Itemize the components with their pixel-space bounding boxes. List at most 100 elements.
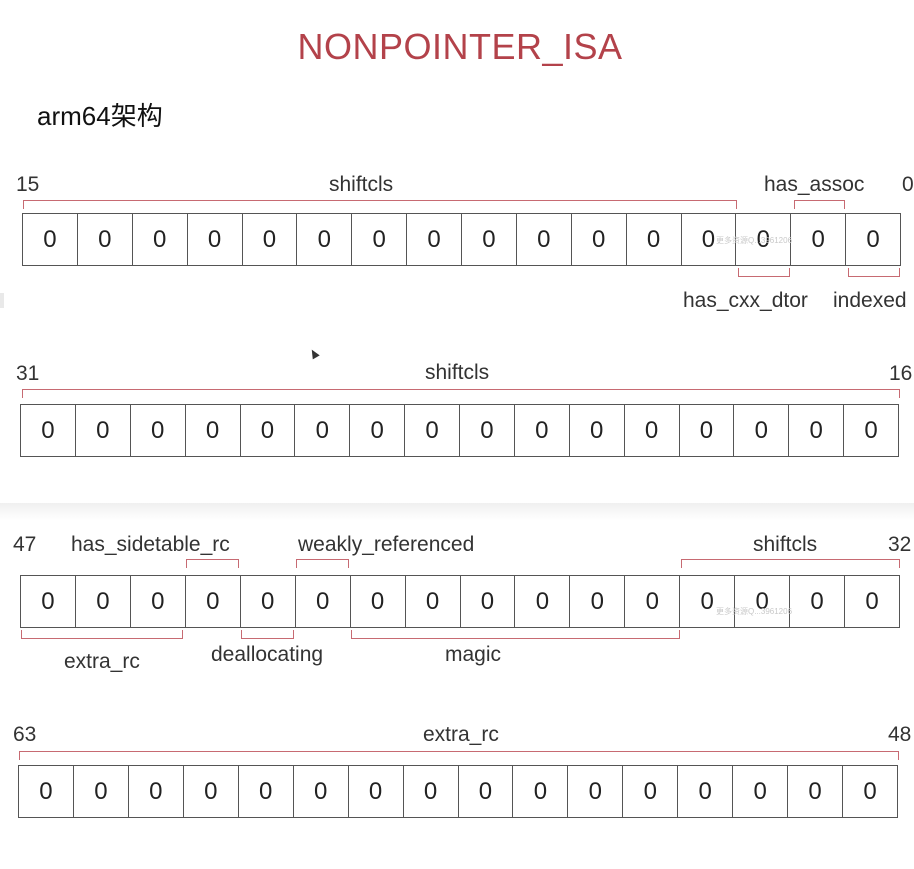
bit-cell: 0: [459, 405, 514, 456]
bit-cell: 0: [790, 214, 845, 265]
page-title: NONPOINTER_ISA: [297, 26, 623, 67]
bit-cell: 0: [461, 214, 516, 265]
bracket-has-sidetable-rc: [186, 559, 239, 568]
bit-cell: 0: [788, 405, 843, 456]
bit-cell: 0: [844, 576, 899, 627]
bracket-shiftcls: [681, 559, 900, 568]
architecture-subtitle: arm64架构: [37, 101, 163, 131]
bracket-has-assoc: [794, 200, 845, 209]
bracket-shiftcls: [22, 389, 900, 398]
field-label-has-sidetable-rc: has_sidetable_rc: [71, 533, 230, 556]
bit-cell: 0: [402, 766, 458, 817]
bit-cell: 0: [347, 766, 403, 817]
bit-cell: 0: [513, 405, 569, 456]
bit-cell: 0: [43, 225, 57, 253]
bit-cell: 0: [129, 576, 185, 627]
bit-cell: 0: [789, 576, 844, 627]
bit-cell: 0: [843, 405, 898, 456]
bit-row-15-0: 0 0 0 0 0 0 0 0 0 0 0 0 0 0 0 0: [22, 213, 901, 266]
bit-row-31-16: 0 0 0 0 0 0 0 0 0 0 0 0 0 0 0 0: [20, 404, 899, 457]
bit-cell: 0: [74, 576, 130, 627]
bit-index-0: 0: [902, 173, 914, 196]
bit-cell: 0: [679, 576, 734, 627]
field-label-extra-rc: extra_rc: [64, 650, 140, 673]
bit-index-16: 16: [889, 362, 913, 385]
frame-edge: [0, 293, 4, 308]
bit-cell: 0: [186, 214, 242, 265]
bit-cell: 0: [457, 766, 513, 817]
bit-cell: 0: [131, 214, 187, 265]
bit-index-47: 47: [13, 533, 37, 556]
bit-cell: 0: [678, 405, 734, 456]
bit-cell: 0: [41, 416, 55, 444]
bit-cell: 0: [567, 766, 622, 817]
bit-cell: 0: [733, 405, 788, 456]
field-label-extra-rc: extra_rc: [423, 723, 499, 746]
bit-cell: 0: [623, 405, 679, 456]
bracket-shiftcls: [23, 200, 737, 209]
bit-cell: 0: [351, 214, 406, 265]
bit-cell: 0: [72, 766, 128, 817]
bit-index-31: 31: [16, 362, 40, 385]
bit-index-48: 48: [888, 723, 912, 746]
bracket-extra-rc: [19, 751, 899, 760]
watermark: 更多资源Q...3961206: [716, 607, 793, 616]
bracket-deallocating: [241, 630, 294, 639]
bit-index-15: 15: [16, 173, 40, 196]
field-label-magic: magic: [445, 643, 502, 666]
bracket-has-cxx-dtor: [738, 268, 790, 277]
watermark: 更多资源Q...3961206: [716, 236, 793, 245]
bit-cell: 0: [569, 576, 624, 627]
bit-cell: 0: [512, 766, 567, 817]
field-label-weakly-referenced: weakly_referenced: [298, 533, 475, 556]
bit-cell: 0: [184, 576, 240, 627]
bit-cell: 0: [845, 214, 900, 265]
bit-row-47-32: 0 0 0 0 0 0 0 0 0 0 0 0 0 0 0 0: [20, 575, 900, 628]
bit-cell: 0: [625, 214, 681, 265]
slide-divider: [0, 503, 914, 521]
bracket-indexed: [848, 268, 900, 277]
bit-cell: 0: [622, 766, 677, 817]
bit-cell: 0: [514, 576, 569, 627]
field-label-shiftcls: shiftcls: [753, 533, 818, 556]
bit-cell: 0: [239, 405, 295, 456]
field-label-has-assoc: has_assoc: [764, 173, 865, 196]
bit-cell: 0: [241, 214, 297, 265]
bit-cell: 0: [349, 576, 405, 627]
field-label-shiftcls: shiftcls: [329, 173, 394, 196]
bit-cell: 0: [404, 405, 459, 456]
bit-row-63-48: 0 0 0 0 0 0 0 0 0 0 0 0 0 0 0 0: [18, 765, 898, 818]
bit-cell: 0: [787, 766, 842, 817]
bit-cell: 0: [237, 766, 293, 817]
bit-index-32: 32: [888, 533, 912, 556]
bit-cell: 0: [292, 766, 348, 817]
bit-cell: 0: [127, 766, 183, 817]
bit-cell: 0: [570, 214, 626, 265]
bit-cell: 0: [129, 405, 185, 456]
bit-cell: 0: [680, 214, 736, 265]
field-label-shiftcls: shiftcls: [425, 361, 490, 384]
field-label-deallocating: deallocating: [211, 643, 324, 666]
bit-index-63: 63: [13, 723, 37, 746]
bit-cell: 0: [459, 576, 515, 627]
bit-cell: 0: [406, 214, 461, 265]
bit-cell: 0: [294, 405, 349, 456]
bracket-weakly-referenced: [296, 559, 349, 568]
bit-cell: 0: [39, 777, 53, 805]
bracket-extra-rc: [21, 630, 183, 639]
field-label-has-cxx-dtor: has_cxx_dtor: [683, 289, 808, 312]
bit-cell: 0: [568, 405, 624, 456]
bit-cell: 0: [624, 576, 679, 627]
bit-cell: 0: [515, 214, 571, 265]
bracket-magic: [351, 630, 680, 639]
mouse-cursor-icon: [308, 347, 320, 360]
bit-cell: 0: [734, 576, 789, 627]
bit-cell: 0: [404, 576, 460, 627]
bit-cell: 0: [677, 766, 732, 817]
bit-cell: 0: [41, 587, 55, 615]
bit-cell: 0: [296, 214, 351, 265]
bit-cell: 0: [294, 576, 350, 627]
bit-cell: 0: [842, 766, 897, 817]
bit-cell: 0: [239, 576, 295, 627]
bit-cell: 0: [184, 405, 240, 456]
